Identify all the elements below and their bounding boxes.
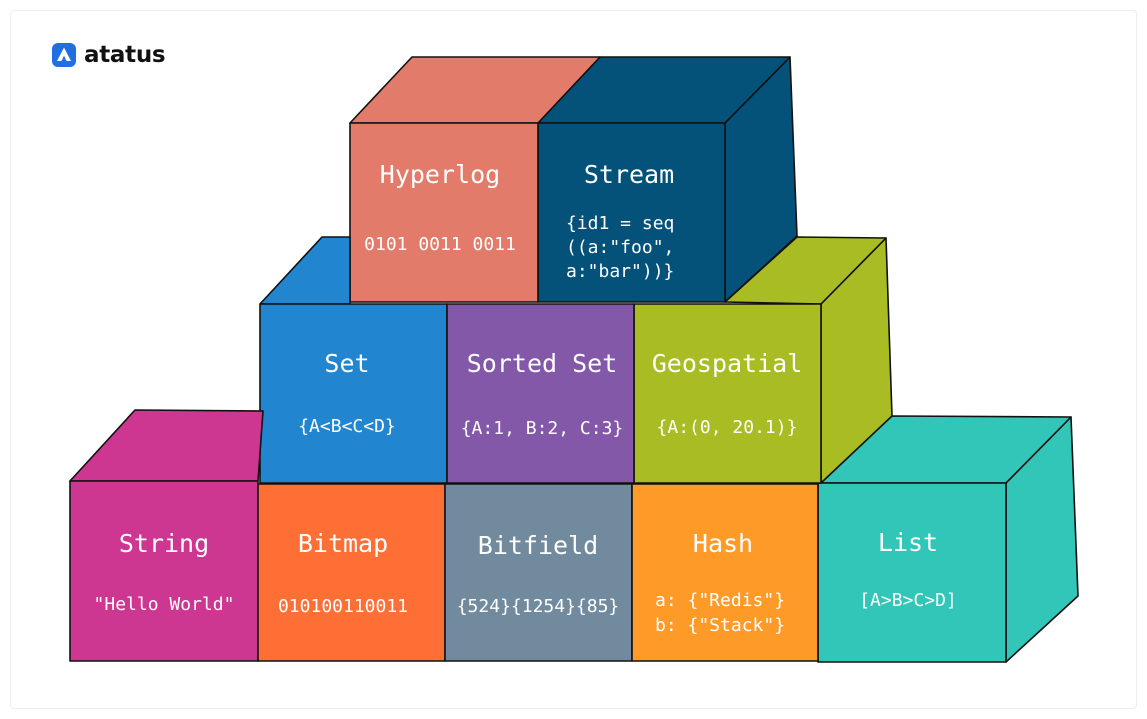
frame-border — [10, 10, 1137, 709]
block-stream-value: a:"bar"))} — [566, 261, 674, 282]
block-bitmap-value: 010100110011 — [278, 596, 408, 617]
block-string-top — [69, 409, 264, 482]
block-list-front — [817, 482, 1007, 663]
block-list: List [A>B>C>D] — [817, 415, 1079, 663]
block-hash-title: Hash — [693, 529, 753, 558]
block-bitmap: Bitmap 010100110011 — [257, 483, 446, 662]
block-set-value: {A<B<C<D} — [298, 416, 396, 437]
block-bitfield-front — [444, 483, 633, 662]
block-set-front — [259, 303, 448, 484]
block-bitmap-front — [257, 483, 446, 662]
brand-name: atatus — [84, 42, 166, 68]
block-bitmap-title: Bitmap — [298, 529, 388, 558]
block-geospatial: Geospatial {A:(0, 20.1)} — [633, 236, 893, 484]
block-bitfield-value: {524}{1254}{85} — [457, 596, 620, 617]
block-sorted-set-value: {A:1, B:2, C:3} — [461, 418, 624, 439]
block-hash-value: b: {"Stack"} — [655, 615, 785, 636]
block-set-top — [259, 236, 351, 305]
block-geospatial-front — [633, 303, 822, 484]
block-stream: Stream {id1 = seq ((a:"foo", a:"bar"))} — [537, 56, 798, 303]
block-string: String "Hello World" — [69, 409, 264, 662]
block-hyperlog: Hyperlog 0101 0011 0011 — [349, 56, 601, 303]
block-hyperlog-title: Hyperlog — [380, 160, 500, 189]
block-hyperlog-front — [349, 122, 539, 303]
block-sorted-set-title: Sorted Set — [467, 349, 618, 378]
brand-logo: atatus — [52, 40, 166, 70]
block-hash-front — [631, 483, 819, 662]
block-stream-value: {id1 = seq — [566, 213, 674, 234]
block-string-value: "Hello World" — [94, 594, 235, 615]
block-hash: Hash a: {"Redis"} b: {"Stack"} — [631, 483, 819, 662]
block-sorted-set-front — [446, 303, 635, 484]
block-set-title: Set — [324, 349, 369, 378]
block-list-value: [A>B>C>D] — [859, 590, 957, 611]
block-string-title: String — [119, 529, 209, 558]
block-string-front — [69, 480, 259, 662]
atatus-logo-icon — [52, 43, 76, 67]
block-list-title: List — [878, 528, 938, 557]
block-bitfield-title: Bitfield — [478, 531, 598, 560]
block-stream-value: ((a:"foo", — [566, 237, 674, 258]
block-geospatial-title: Geospatial — [652, 349, 803, 378]
block-stream-title: Stream — [584, 160, 674, 189]
block-hash-value: a: {"Redis"} — [655, 590, 785, 611]
block-sorted-set: Sorted Set {A:1, B:2, C:3} — [446, 303, 635, 484]
block-hyperlog-value: 0101 0011 0011 — [364, 234, 516, 255]
block-bitfield: Bitfield {524}{1254}{85} — [444, 483, 633, 662]
block-geospatial-value: {A:(0, 20.1)} — [657, 417, 798, 438]
